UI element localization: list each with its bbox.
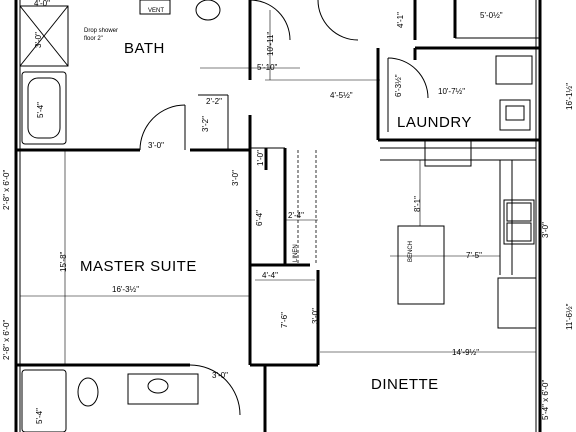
dim-pantry-h: 4'-1" (396, 12, 405, 28)
dim-hall-len: 6'-4" (255, 210, 264, 226)
dim-ext-1: 16'-1½" (565, 83, 574, 110)
dimension-labels: 4'-0" 3'-0" 5'-4" 10'-11" 5'-10" 2'-2" 3… (2, 0, 574, 424)
walls (14, 0, 542, 432)
dim-wic-w: 4'-4" (262, 271, 278, 280)
dim-bath-width: 5'-10" (257, 63, 278, 72)
room-label-bath: BATH (124, 40, 165, 57)
doors (139, 0, 429, 416)
dim-island-h: 8'-1" (413, 196, 422, 212)
dim-tub-depth: 5'-4" (36, 102, 45, 118)
dim-window-left-1: 2'-8" x 6'-0" (2, 170, 11, 210)
note-linen: LINEN (293, 244, 299, 262)
dim-suite-w: 16'-3½" (112, 285, 139, 294)
room-label-laundry: LAUNDRY (397, 114, 472, 131)
dim-wic-d: 7'-6" (280, 312, 289, 328)
dim-bath-height: 10'-11" (266, 32, 275, 56)
dim-hall-w: 4'-5½" (330, 91, 353, 100)
dim-suite-door: 3'-0" (231, 170, 240, 186)
note-vent: VENT (148, 8, 164, 14)
dim-door-wic: 3'-0" (311, 308, 320, 324)
dimension-lines (20, 10, 536, 365)
dim-pantry-w: 5'-0½" (480, 11, 503, 20)
dim-bath2-tub: 5'-4" (35, 408, 44, 424)
room-label-dinette: DINETTE (371, 376, 439, 393)
dim-window-right: 5'-4" x 6'-0" (541, 380, 550, 420)
dim-suite-h: 15'-8" (59, 251, 68, 272)
dim-door-dinette: 3'-0" (212, 371, 228, 380)
note-bench: BENCH (408, 241, 414, 262)
dim-closet-w: 2'-2" (206, 97, 222, 106)
dim-linen-w: 2'-4" (288, 211, 304, 220)
room-label-master-suite: MASTER SUITE (80, 258, 197, 275)
note-shower-1: Drop shower (84, 28, 118, 34)
notes: Drop shower floor 2" BENCH LINEN VENT (84, 8, 414, 262)
dim-window-left-2: 2'-8" x 6'-0" (2, 320, 11, 360)
dim-laundry-w: 10'-7½" (438, 87, 465, 96)
dim-ext-2: 11'-6½" (565, 303, 574, 330)
dim-sink: 3'-0" (541, 222, 550, 238)
dim-laundry-h: 6'-3½" (394, 74, 403, 97)
note-shower-2: floor 2" (84, 36, 103, 42)
dim-door-bath: 3'-0" (148, 141, 164, 150)
dim-island-w: 7'-5" (466, 251, 482, 260)
dim-shower-depth: 3'-0" (34, 32, 43, 48)
room-labels: BATH LAUNDRY MASTER SUITE DINETTE (80, 40, 472, 393)
dim-bath-top: 4'-0" (34, 0, 50, 8)
dim-dinette-w: 14'-9½" (452, 348, 479, 357)
dim-small-closet: 1'-0" (256, 150, 265, 166)
dim-closet-d: 3'-2" (201, 116, 210, 132)
